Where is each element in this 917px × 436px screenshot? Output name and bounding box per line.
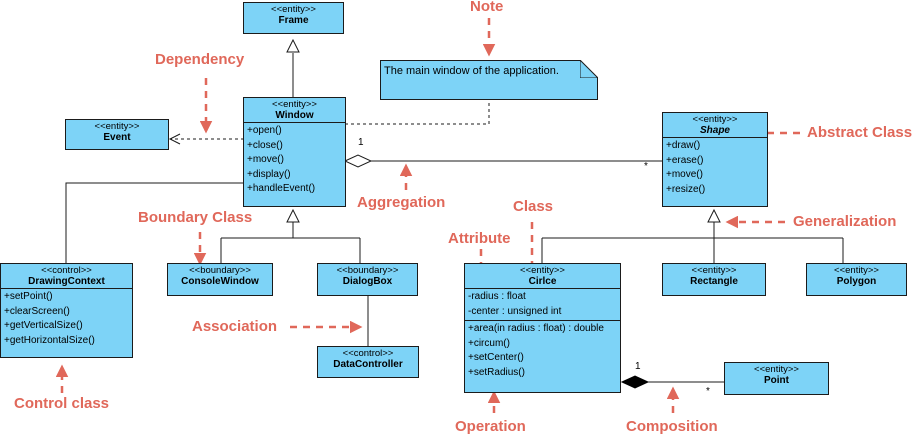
- class-frame[interactable]: <<entity>>Frame: [243, 2, 344, 34]
- note-fold-corner: [580, 60, 598, 78]
- stereotype: <<boundary>>: [189, 265, 251, 276]
- operation: +area(in radius : float) : double: [468, 323, 604, 334]
- class-name: ConsoleWindow: [181, 276, 259, 287]
- class-data-controller[interactable]: <<control>>DataController: [317, 346, 419, 378]
- composition-diamond: [620, 375, 650, 389]
- annotation-attribute: Attribute: [448, 230, 511, 247]
- annotation-class: Class: [513, 198, 554, 215]
- stereotype: <<entity>>: [94, 121, 140, 132]
- stereotype: <<entity>>: [834, 265, 879, 276]
- class-drawing-context[interactable]: <<control>>DrawingContext +setPoint() +c…: [0, 263, 133, 358]
- attribute: -center : unsigned int: [468, 305, 562, 317]
- class-window[interactable]: <<entity>>Window +open() +close() +move(…: [243, 97, 346, 207]
- operations-section: +area(in radius : float) : double +circu…: [465, 320, 620, 381]
- operations-section: +draw() +erase() +move() +resize(): [663, 137, 767, 198]
- stereotype: <<control>>: [41, 265, 92, 276]
- stereotype: <<entity>>: [754, 364, 799, 375]
- generalization-arrowhead: [707, 208, 721, 223]
- operation: +getVerticalSize(): [4, 320, 83, 331]
- operation: +draw(): [666, 140, 701, 151]
- generalization-arrowhead: [286, 208, 300, 223]
- operation: +erase(): [666, 154, 704, 166]
- operation: +clearScreen(): [4, 305, 70, 317]
- operation: +close(): [247, 139, 283, 151]
- operation: +setPoint(): [4, 291, 53, 302]
- annotation-aggregation: Aggregation: [357, 194, 446, 211]
- annotation-generalization: Generalization: [793, 213, 897, 230]
- note-text: The main window of the application.: [384, 65, 559, 77]
- class-event[interactable]: <<entity>>Event: [65, 119, 169, 150]
- class-polygon[interactable]: <<entity>>Polygon: [806, 263, 907, 296]
- annotation-dependency: Dependency: [155, 51, 245, 68]
- class-name: Event: [103, 132, 131, 143]
- annotation-operation: Operation: [455, 418, 526, 435]
- operation: +open(): [247, 125, 282, 136]
- class-name: DrawingContext: [28, 276, 105, 287]
- annotation-control-class: Control class: [14, 395, 110, 412]
- operation: +resize(): [666, 183, 706, 195]
- class-name: DialogBox: [342, 276, 393, 287]
- class-name: Point: [764, 375, 789, 386]
- dependency-arrowhead: [168, 133, 181, 145]
- attributes-section: -radius : float -center : unsigned int: [465, 288, 620, 320]
- class-name: DataController: [333, 359, 403, 370]
- operation: +setCenter(): [468, 352, 524, 363]
- annotation-note: Note: [470, 0, 504, 15]
- multiplicity-label: 1: [358, 137, 364, 148]
- stereotype: <<control>>: [342, 348, 394, 359]
- operation: +move(): [666, 169, 703, 180]
- stereotype: <<entity>>: [692, 114, 738, 125]
- class-circle[interactable]: <<entity>>Cirlce -radius : float -center…: [464, 263, 621, 393]
- operation: +handleEvent(): [247, 183, 316, 194]
- stereotype: <<entity>>: [272, 99, 317, 110]
- operation: +setRadius(): [468, 366, 525, 378]
- attribute: -radius : float: [468, 291, 526, 302]
- multiplicity-label: *: [644, 161, 648, 172]
- operation: +getHorizontalSize(): [4, 334, 95, 346]
- annotation-abstract-class: Abstract Class: [807, 124, 913, 141]
- operation: +move(): [247, 154, 284, 165]
- class-name: Window: [275, 110, 314, 121]
- multiplicity-label: *: [706, 386, 710, 397]
- class-name: Frame: [278, 15, 309, 26]
- class-console-window[interactable]: <<boundary>>ConsoleWindow: [167, 263, 273, 296]
- generalization-arrowhead: [286, 38, 300, 53]
- class-rectangle[interactable]: <<entity>>Rectangle: [662, 263, 766, 296]
- class-name: Polygon: [836, 276, 877, 287]
- class-name: Shape: [699, 125, 730, 136]
- class-dialog-box[interactable]: <<boundary>>DialogBox: [317, 263, 418, 296]
- note-connector: [345, 100, 490, 125]
- class-point[interactable]: <<entity>>Point: [724, 362, 829, 395]
- operations-section: +open() +close() +move() +display() +han…: [244, 122, 345, 198]
- class-name: Cirlce: [528, 276, 557, 287]
- class-shape[interactable]: <<entity>>Shape +draw() +erase() +move()…: [662, 112, 768, 207]
- operation: +display(): [247, 168, 291, 180]
- operations-section: +setPoint() +clearScreen() +getVerticalS…: [1, 288, 132, 349]
- stereotype: <<entity>>: [691, 265, 737, 276]
- association-window-drawingcontext: [65, 182, 244, 264]
- stereotype: <<entity>>: [271, 4, 316, 15]
- class-name: Rectangle: [690, 276, 738, 287]
- note-box: [380, 60, 598, 100]
- annotation-composition: Composition: [626, 418, 718, 435]
- stereotype: <<entity>>: [520, 265, 565, 276]
- aggregation-diamond: [343, 154, 373, 168]
- multiplicity-label: 1: [635, 361, 641, 372]
- annotation-boundary-class: Boundary Class: [138, 209, 253, 226]
- operation: +circum(): [468, 337, 510, 349]
- annotation-association: Association: [192, 318, 278, 335]
- stereotype: <<boundary>>: [336, 265, 399, 276]
